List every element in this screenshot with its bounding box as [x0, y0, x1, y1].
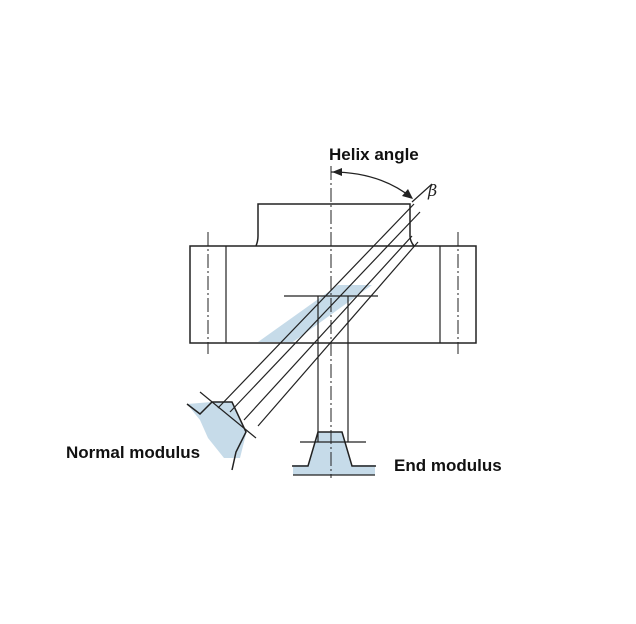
arc-arrowhead-left — [332, 168, 342, 176]
helix-line-1 — [217, 203, 415, 409]
vertical-axis — [284, 166, 378, 478]
end-tooth-body-shading — [308, 432, 352, 466]
end-modulus-label: End modulus — [394, 456, 502, 475]
gear-body — [189, 203, 477, 354]
arc-arrowhead-right — [402, 189, 413, 199]
normal-tooth-outline — [186, 401, 247, 471]
gear-rim-outline — [189, 245, 477, 344]
helix-lines — [199, 203, 421, 439]
normal-tooth-shading — [187, 402, 246, 458]
helix-angle-label: Helix angle — [329, 145, 419, 164]
helix-line-3 — [243, 235, 413, 421]
helix-line-2 — [229, 211, 421, 413]
gear-hub-outline — [255, 203, 415, 247]
helix-angle-arc — [330, 171, 413, 199]
end-tooth-shading — [293, 465, 375, 475]
normal-pitch-line — [199, 391, 257, 439]
helix-line-4 — [257, 241, 419, 427]
end-tooth-profile — [292, 431, 376, 476]
beta-leader-line — [411, 183, 433, 203]
helix-angle-indicator — [330, 168, 433, 203]
normal-tooth-profile — [186, 401, 247, 471]
beta-symbol: β — [427, 181, 437, 200]
helix-band-shading — [258, 285, 372, 342]
normal-modulus-label: Normal modulus — [66, 443, 200, 462]
shaded-regions — [187, 285, 375, 475]
end-tooth-outline — [292, 431, 376, 467]
